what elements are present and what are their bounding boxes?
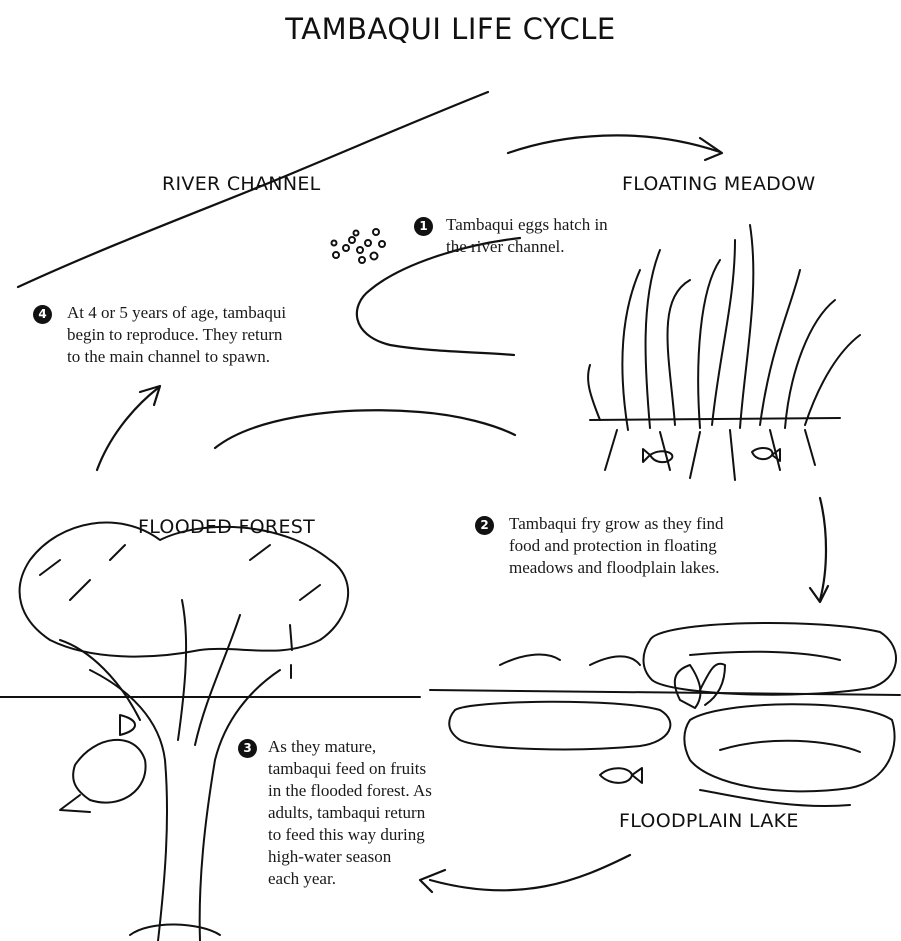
step-4-text: At 4 or 5 years of age, tambaqui begin t… [67, 302, 286, 368]
arrow-lake-to-forest [430, 855, 630, 890]
step-2-text: Tambaqui fry grow as they find food and … [509, 513, 724, 579]
step-4-line-2: begin to reproduce. They return [67, 324, 286, 346]
step-2-badge: 2 [475, 516, 494, 535]
arrow-forest-to-channel [97, 388, 158, 470]
arrow-channel-to-meadow [508, 135, 720, 153]
step-3-line-6: high-water season [268, 846, 432, 868]
step-3-line-3: in the flooded forest. As [268, 780, 432, 802]
step-3-line-5: to feed this way during [268, 824, 432, 846]
step-3-text: As they mature, tambaqui feed on fruits … [268, 736, 432, 890]
step-2-line-3: meadows and floodplain lakes. [509, 557, 724, 579]
step-1-text: Tambaqui eggs hatch in the river channel… [446, 214, 608, 258]
step-3-line-7: each year. [268, 868, 432, 890]
step-3-line-2: tambaqui feed on fruits [268, 758, 432, 780]
step-3-badge: 3 [238, 739, 257, 758]
step-3-line-1: As they mature, [268, 736, 432, 758]
step-4-badge: 4 [33, 305, 52, 324]
step-2-line-2: food and protection in floating [509, 535, 724, 557]
step-1-line-2: the river channel. [446, 236, 608, 258]
label-flooded-forest: FLOODED FOREST [138, 516, 315, 538]
label-floodplain-lake: FLOODPLAIN LAKE [619, 810, 799, 832]
step-2-line-1: Tambaqui fry grow as they find [509, 513, 724, 535]
step-4-line-3: to the main channel to spawn. [67, 346, 286, 368]
label-river-channel: RIVER CHANNEL [162, 173, 321, 195]
label-floating-meadow: FLOATING MEADOW [622, 173, 815, 195]
river-channel-drawing [18, 92, 520, 448]
floodplain-lake-drawing [430, 623, 900, 806]
step-1-badge: 1 [414, 217, 433, 236]
step-3-line-4: adults, tambaqui return [268, 802, 432, 824]
eggs-drawing [332, 229, 386, 263]
arrow-meadow-to-lake [820, 498, 826, 600]
step-1-line-1: Tambaqui eggs hatch in [446, 214, 608, 236]
step-4-line-1: At 4 or 5 years of age, tambaqui [67, 302, 286, 324]
floating-meadow-drawing [588, 225, 860, 480]
